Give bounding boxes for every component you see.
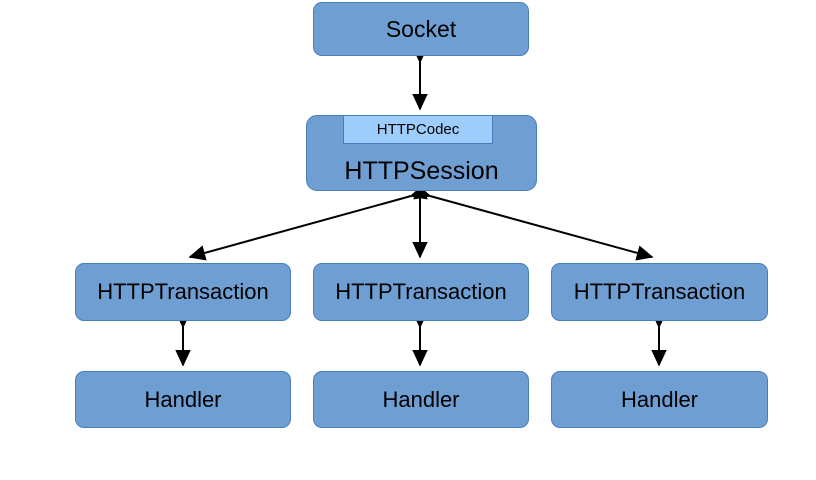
node-handler-0-label: Handler	[144, 386, 222, 412]
edge-session-transaction-0	[188, 184, 428, 261]
node-httptransaction-1[interactable]: HTTPTransaction	[313, 263, 529, 321]
node-handler-1-label: Handler	[382, 386, 460, 412]
node-httpcodec-label: HTTPCodec	[376, 120, 460, 138]
node-httptransaction-0[interactable]: HTTPTransaction	[75, 263, 291, 321]
edge-session-transaction-2	[413, 184, 654, 261]
node-handler-2[interactable]: Handler	[551, 371, 768, 428]
node-httpsession-label: HTTPSession	[344, 156, 499, 185]
node-handler-2-label: Handler	[620, 386, 699, 412]
node-httptransaction-0-label: HTTPTransaction	[97, 279, 269, 305]
node-socket[interactable]: Socket	[313, 2, 529, 56]
node-httptransaction-2-label: HTTPTransaction	[573, 279, 746, 305]
node-socket-label: Socket	[385, 15, 457, 42]
node-httptransaction-2[interactable]: HTTPTransaction	[551, 263, 768, 321]
node-handler-1[interactable]: Handler	[313, 371, 529, 428]
node-httpcodec[interactable]: HTTPCodec	[343, 115, 493, 144]
node-handler-0[interactable]: Handler	[75, 371, 291, 428]
node-httptransaction-1-label: HTTPTransaction	[335, 279, 507, 305]
